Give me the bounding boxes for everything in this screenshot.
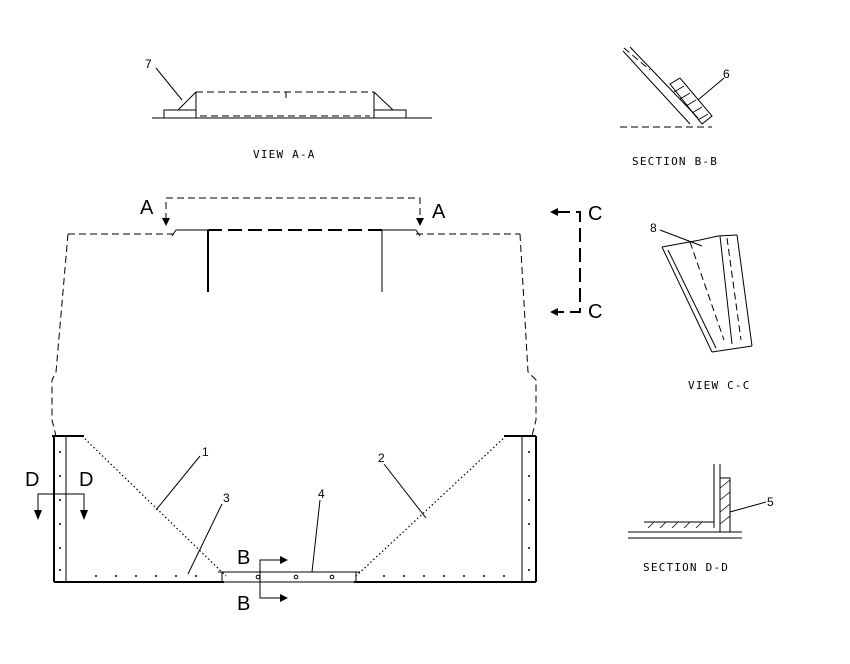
callout-3: 3 bbox=[223, 491, 230, 505]
callout-8: 8 bbox=[650, 221, 657, 235]
view-a-a-caption: VIEW A-A bbox=[253, 148, 316, 161]
section-marker-c-bottom: C bbox=[588, 301, 602, 323]
section-d-d-caption: SECTION D-D bbox=[643, 561, 729, 574]
section-marker-a-left: A bbox=[140, 197, 154, 219]
section-b-b-caption: SECTION B-B bbox=[632, 155, 718, 168]
main-assembly bbox=[51, 229, 537, 583]
section-marker-d-right: D bbox=[79, 469, 93, 491]
leader-8 bbox=[659, 229, 703, 247]
callout-5: 5 bbox=[767, 495, 774, 509]
view-c-c-detail bbox=[661, 234, 753, 353]
leader-5 bbox=[729, 501, 767, 513]
section-marker-b-top: B bbox=[237, 547, 250, 569]
leader-3 bbox=[187, 503, 223, 575]
leader-2 bbox=[383, 463, 427, 519]
callout-2: 2 bbox=[378, 451, 385, 465]
leader-7 bbox=[155, 67, 183, 101]
section-b-cut-line bbox=[259, 556, 288, 602]
leader-1 bbox=[155, 455, 201, 511]
callout-4: 4 bbox=[318, 487, 325, 501]
section-d-cut-line bbox=[34, 493, 88, 520]
leader-4 bbox=[311, 499, 321, 573]
section-marker-d-left: D bbox=[25, 469, 39, 491]
section-c-cut-line bbox=[550, 208, 581, 316]
section-d-d-detail bbox=[628, 464, 742, 539]
leader-6 bbox=[697, 77, 725, 101]
view-a-a-detail bbox=[152, 91, 432, 119]
section-b-b-detail bbox=[620, 46, 713, 128]
rivet-row bbox=[59, 451, 530, 580]
callout-1: 1 bbox=[202, 445, 209, 459]
callout-7: 7 bbox=[145, 57, 152, 71]
section-marker-b-bottom: B bbox=[237, 593, 250, 615]
section-marker-c-top: C bbox=[588, 203, 602, 225]
section-marker-a-right: A bbox=[432, 201, 446, 223]
section-a-cut-line bbox=[162, 197, 424, 226]
view-c-c-caption: VIEW C-C bbox=[688, 379, 751, 392]
callout-6: 6 bbox=[723, 67, 730, 81]
